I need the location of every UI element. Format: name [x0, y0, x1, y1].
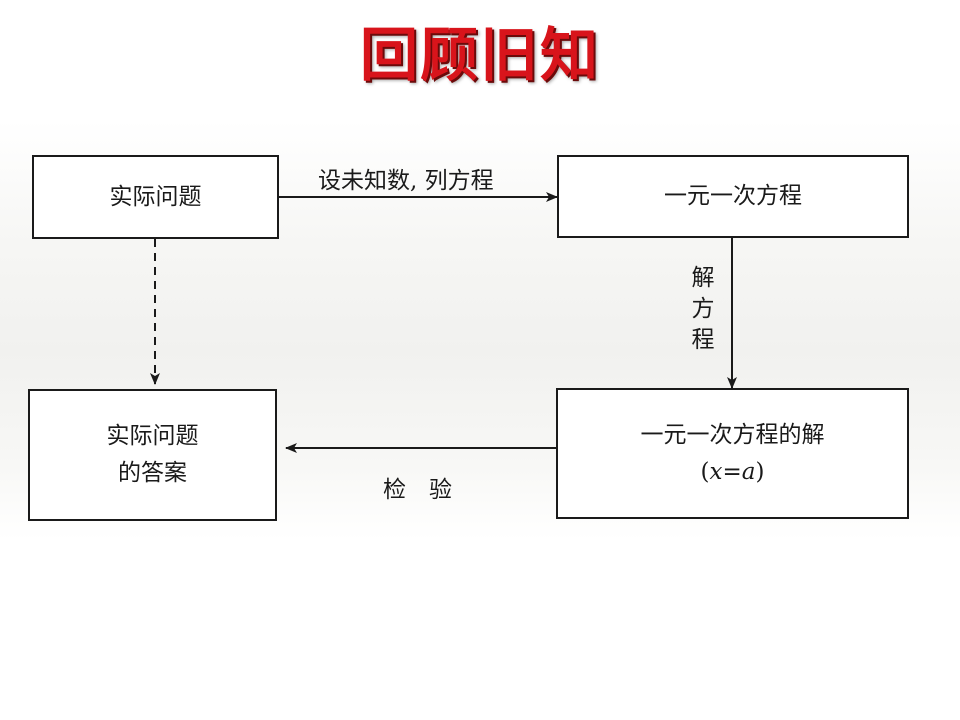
linear-equation-label: 一元一次方程 [664, 183, 802, 210]
sol-variable: x [709, 458, 723, 485]
solve-equation-label: 解 方 程 [688, 263, 718, 356]
practical-problem-box: 实际问题 [32, 155, 279, 239]
solve-char-1: 解 [691, 265, 715, 291]
solution-expression: (x=a) [701, 454, 765, 491]
sol-close-paren: ) [755, 458, 765, 485]
solve-char-3: 程 [691, 327, 715, 354]
problem-answer-line1: 实际问题 [106, 423, 199, 450]
practical-problem-label: 实际问题 [109, 183, 202, 210]
sol-open-paren: ( [700, 458, 710, 485]
sol-equals: = [722, 458, 742, 485]
sol-value: a [741, 458, 756, 485]
verify-label: 检 验 [383, 477, 452, 503]
page-title: 回顾旧知 [359, 21, 600, 89]
set-unknown-label: 设未知数, 列方程 [318, 168, 494, 194]
solve-char-2: 方 [691, 296, 715, 323]
problem-answer-box: 实际问题 的答案 [28, 389, 277, 521]
equation-solution-box: 一元一次方程的解 (x=a) [556, 388, 909, 519]
linear-equation-box: 一元一次方程 [557, 155, 909, 238]
equation-solution-label: 一元一次方程的解 [640, 421, 825, 448]
problem-answer-line2: 的答案 [118, 460, 187, 486]
